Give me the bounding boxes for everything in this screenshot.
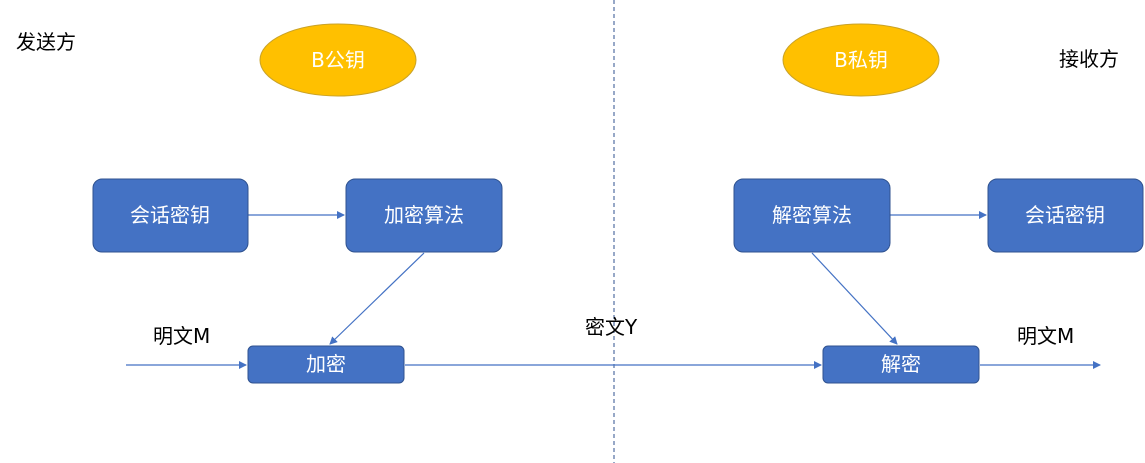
encrypt-algorithm-label: 加密算法 [384,203,464,227]
receiver-session-key-node: 会话密钥 [987,178,1144,253]
encrypt-label: 加密 [306,352,346,376]
sender-session-key-label: 会话密钥 [130,203,210,227]
decrypt-label: 解密 [881,352,921,376]
decrypt-algorithm-node: 解密算法 [733,178,891,253]
ciphertext-label: 密文Y [585,315,638,339]
plaintext-in-label: 明文M [153,324,210,348]
private-key-node: B私钥 [782,23,940,97]
decrypt-algorithm-label: 解密算法 [772,203,852,227]
decrypt-node: 解密 [822,345,980,384]
edge-encrypt-algorithm-to-encrypt [329,252,425,345]
edge-decrypt-algorithm-to-decrypt [811,252,898,345]
sender-session-key-node: 会话密钥 [92,178,249,253]
encrypt-algorithm-node: 加密算法 [345,178,503,253]
sender-label: 发送方 [16,30,76,54]
public-key-label: B公钥 [311,48,365,72]
plaintext-out-label: 明文M [1017,324,1074,348]
private-key-label: B私钥 [834,48,888,72]
receiver-label: 接收方 [1059,47,1119,71]
encrypt-node: 加密 [247,345,405,384]
receiver-session-key-label: 会话密钥 [1025,203,1105,227]
public-key-node: B公钥 [259,23,417,97]
